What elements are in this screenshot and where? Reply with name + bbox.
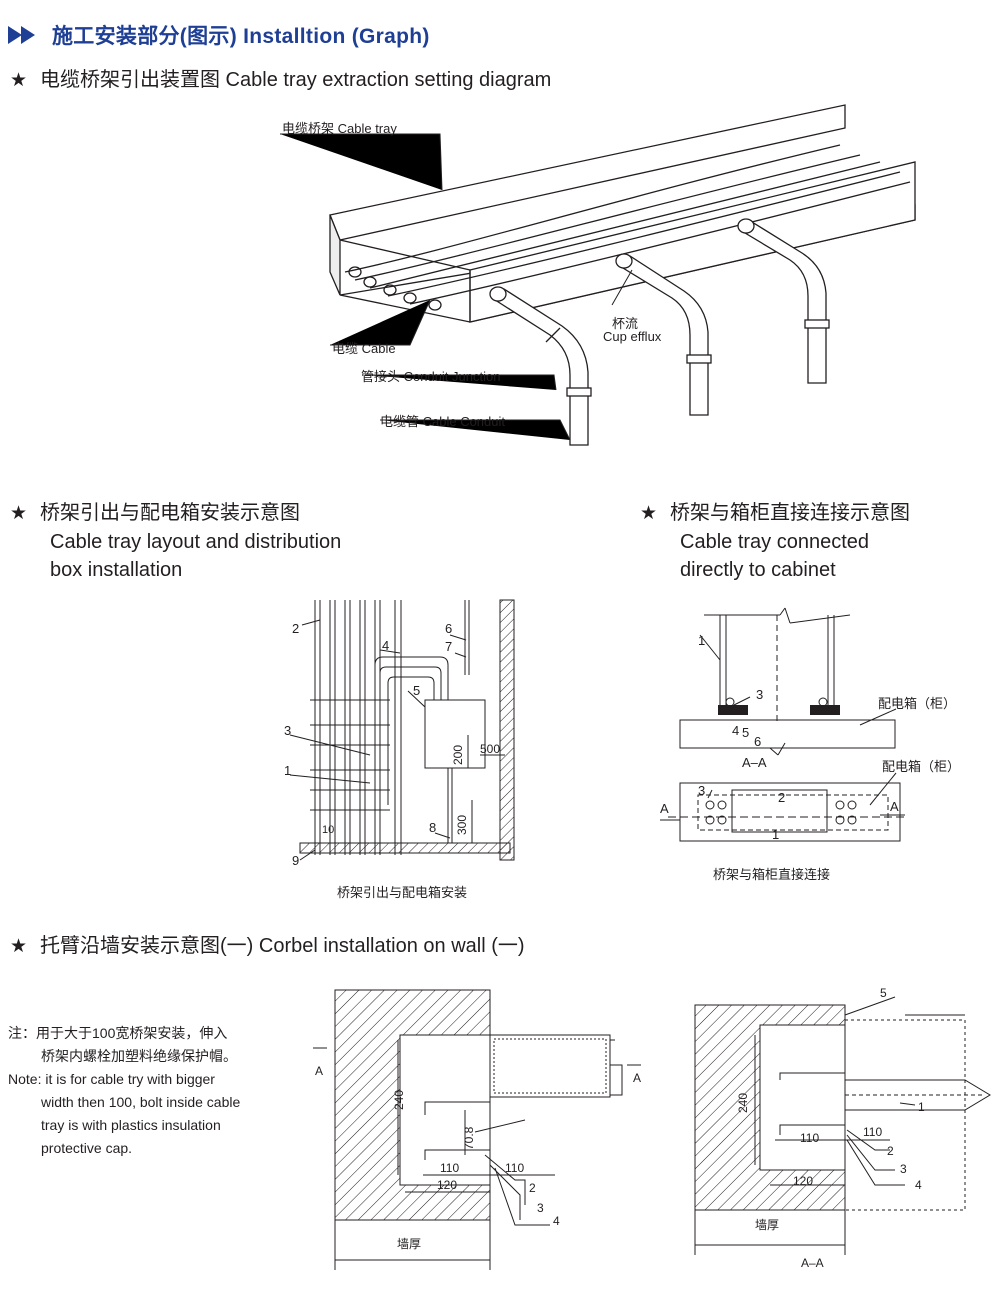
- label-cable-tray: 电缆桥架 Cable tray: [282, 121, 397, 136]
- section2-caption: 桥架引出与配电箱安装: [337, 885, 468, 900]
- star-icon: ★: [10, 70, 28, 91]
- callout-3: 3: [756, 687, 763, 702]
- star-icon: ★: [10, 936, 28, 957]
- section2-title: ★桥架引出与配电箱安装示意图 Cable tray layout and dis…: [10, 502, 342, 581]
- label-cable-conduit: 电缆管 Cable Conduit: [380, 414, 505, 429]
- callout-9: 9: [292, 853, 299, 868]
- callout-4: 4: [732, 723, 739, 738]
- installation-note: 注：用于大于100宽桥架安装，伸入 桥架内螺栓加塑料绝缘保护帽。 Note: i…: [8, 1025, 241, 1156]
- callout-1: 1: [284, 763, 291, 778]
- section-mark-a-right: A: [633, 1071, 641, 1085]
- callout-1b: 1: [772, 827, 779, 842]
- dim-120: 120: [793, 1174, 813, 1188]
- section4-title: ★托臂沿墙安装示意图(一) Corbel installation on wal…: [10, 932, 525, 961]
- callout-2: 2: [292, 621, 299, 636]
- double-arrow-icon: [8, 26, 35, 44]
- section-mark-a-right: A: [890, 799, 899, 814]
- callout-6: 6: [754, 734, 761, 749]
- label-cable: 电缆 Cable: [332, 341, 396, 356]
- dim-200: 200: [451, 745, 465, 765]
- dim-120: 120: [437, 1178, 457, 1192]
- label-cup-cn: 杯流: [612, 316, 639, 331]
- callout-7: 7: [445, 639, 452, 654]
- section-mark-a-left: A: [315, 1064, 323, 1078]
- callout-5: 5: [742, 725, 749, 740]
- callout-1: 1: [918, 1100, 925, 1114]
- cable-tray-extraction-diagram: [280, 104, 916, 446]
- dim-240: 240: [736, 1093, 750, 1113]
- callout-2: 2: [778, 790, 785, 805]
- callout-4: 4: [553, 1214, 560, 1228]
- callout-1: 1: [698, 633, 705, 648]
- label-cabinet-top: 配电箱（柜）: [878, 696, 957, 711]
- label-section-aa: A–A: [801, 1256, 824, 1270]
- label-cup-en: Cup efflux: [603, 329, 662, 344]
- label-wall-thickness: 墙厚: [397, 1237, 421, 1251]
- callout-4: 4: [915, 1178, 922, 1192]
- dim-500: 500: [480, 742, 500, 756]
- dim-300: 300: [455, 815, 469, 835]
- section3-caption: 桥架与箱柜直接连接: [713, 867, 831, 882]
- section-header: 施工安装部分(图示) Installtion (Graph): [8, 20, 430, 50]
- callout-3: 3: [900, 1162, 907, 1176]
- dim-70-8: 70.8: [462, 1126, 476, 1150]
- section3-title: ★桥架与箱柜直接连接示意图 Cable tray connected direc…: [640, 502, 910, 581]
- label-section-aa: A–A: [742, 755, 767, 770]
- star-icon: ★: [640, 503, 658, 524]
- section1-title: ★电缆桥架引出装置图 Cable tray extraction setting…: [10, 66, 551, 95]
- callout-10: 10: [322, 824, 334, 836]
- callout-4: 4: [382, 638, 389, 653]
- corbel-wall-diagram-section: 5 1 2 3 4 240 110 110 120 墙厚 A–A: [694, 986, 991, 1270]
- callout-3: 3: [537, 1201, 544, 1215]
- callout-5: 5: [880, 986, 887, 1000]
- dim-110-b: 110: [505, 1161, 524, 1175]
- distribution-box-installation-diagram: 2 3 1 4 5 6 7 8 9 10 200 500 300: [284, 599, 515, 868]
- label-conduit-junction: 管接头 Conduit Junction: [361, 369, 501, 384]
- callout-6: 6: [445, 621, 452, 636]
- callout-3: 3: [284, 723, 291, 738]
- callout-5: 5: [413, 683, 420, 698]
- dim-240: 240: [392, 1090, 406, 1110]
- section-title: 施工安装部分(图示) Installtion (Graph): [52, 25, 430, 48]
- dim-110-a: 110: [440, 1161, 459, 1175]
- callout-3b: 3: [698, 783, 705, 798]
- corbel-wall-diagram-front: 240 70.8 110 110 120 2 3 4 墙厚 A A: [313, 989, 641, 1270]
- callout-8: 8: [429, 820, 436, 835]
- callout-2: 2: [529, 1181, 536, 1195]
- star-icon: ★: [10, 503, 28, 524]
- label-cabinet-bottom: 配电箱（柜）: [882, 759, 961, 774]
- callout-2: 2: [887, 1144, 894, 1158]
- tray-to-cabinet-diagram: 1 3 4 5 6 3 2 1 A A: [660, 607, 905, 842]
- section-mark-a-left: A: [660, 801, 669, 816]
- dim-110-a: 110: [800, 1131, 819, 1145]
- label-wall-thickness: 墙厚: [755, 1218, 779, 1232]
- dim-110-b: 110: [863, 1125, 882, 1139]
